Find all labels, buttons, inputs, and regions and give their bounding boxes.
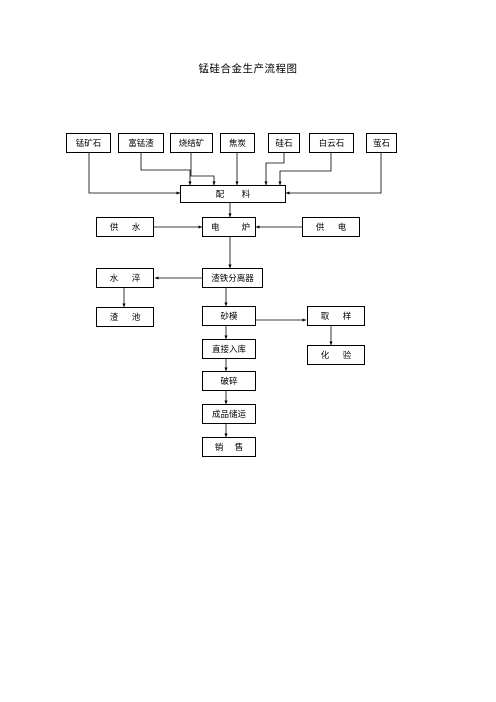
node-sinter: 烧结矿 — [170, 133, 213, 153]
node-product-storage-transport: 成品储运 — [202, 404, 256, 424]
node-assay: 化验 — [307, 345, 365, 365]
edge-dolomite-batching — [278, 153, 332, 186]
node-manganese-ore: 锰矿石 — [66, 133, 111, 153]
node-dolomite: 白云石 — [309, 133, 354, 153]
node-sales: 销售 — [202, 437, 256, 457]
node-coke: 焦炭 — [220, 133, 255, 153]
node-sand-mold: 砂模 — [202, 306, 256, 326]
edge-silica-batching — [264, 153, 285, 186]
node-water-quench: 水淬 — [96, 268, 154, 288]
node-rich-manganese-slag: 富锰渣 — [118, 133, 164, 153]
node-sampling: 取样 — [307, 306, 365, 326]
node-direct-storage: 直接入库 — [202, 339, 256, 359]
node-electric-furnace: 电炉 — [202, 217, 256, 237]
node-slag-iron-separator: 渣铁分离器 — [202, 268, 263, 288]
node-water-supply: 供水 — [96, 217, 154, 237]
edge-fluorite-batching — [285, 153, 382, 195]
node-fluorite: 萤石 — [366, 133, 397, 153]
page-title: 锰硅合金生产流程图 — [198, 63, 298, 75]
node-silica: 硅石 — [268, 133, 300, 153]
node-batching: 配料 — [180, 185, 286, 203]
node-slag-pool: 渣池 — [96, 307, 154, 327]
node-power-supply: 供电 — [302, 217, 360, 237]
edge-richslag-batching — [140, 153, 192, 186]
edge-sinter-batching — [190, 153, 216, 186]
node-crushing: 破碎 — [202, 371, 256, 391]
edge-ore-batching — [88, 153, 181, 195]
